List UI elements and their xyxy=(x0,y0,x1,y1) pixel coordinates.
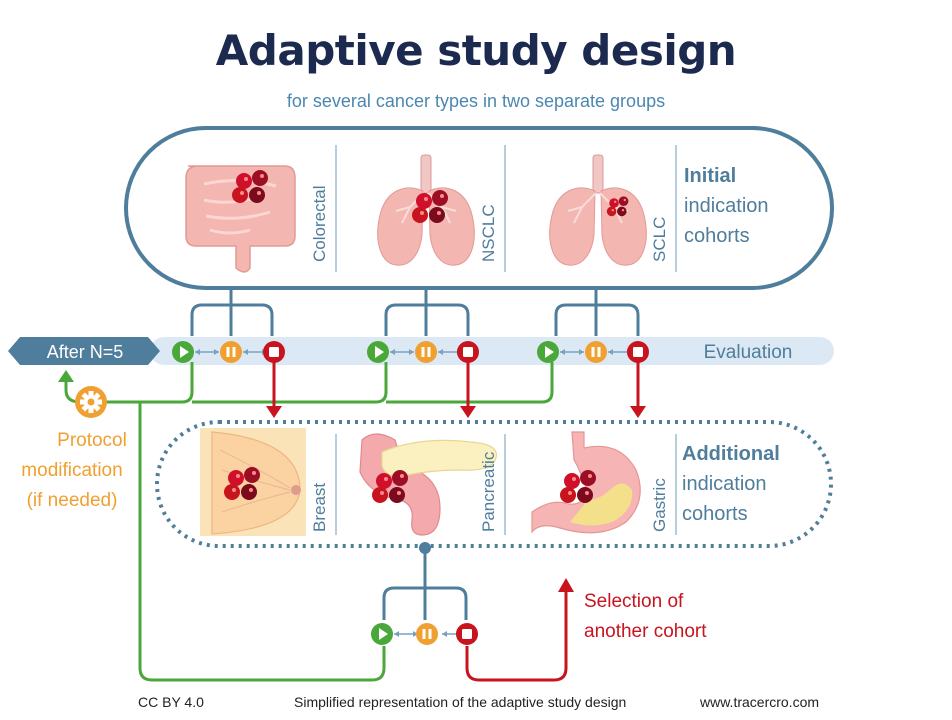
evaluation-controls-1 xyxy=(172,341,285,363)
colon-icon xyxy=(185,165,296,273)
selection-note-line2: another cohort xyxy=(584,621,707,642)
additional-group-frame xyxy=(155,420,833,548)
caption-text: Simplified representation of the adaptiv… xyxy=(294,694,627,710)
pause-icon xyxy=(585,341,607,363)
initial-label-line2: indication xyxy=(684,195,769,217)
initial-group-frame xyxy=(124,126,834,290)
play-icon xyxy=(537,341,559,363)
initial-label-line3: cohorts xyxy=(684,225,750,247)
selection-note-line1: Selection of xyxy=(584,591,684,612)
website-link[interactable]: www.tracercro.com xyxy=(700,694,820,710)
pancreas-icon xyxy=(359,433,498,536)
play-icon xyxy=(371,623,393,645)
protocol-note-line3: (if needed) xyxy=(27,490,118,511)
cohort-label-sclc: SCLC xyxy=(650,217,669,262)
final-controls xyxy=(371,623,478,645)
cohort-label-colorectal: Colorectal xyxy=(310,185,329,262)
pause-icon xyxy=(220,341,242,363)
cohort-label-gastric: Gastric xyxy=(650,478,669,532)
additional-label-line3: cohorts xyxy=(682,503,748,525)
evaluation-label: Evaluation xyxy=(704,342,793,363)
stop-icon xyxy=(627,341,649,363)
evaluation-controls-2 xyxy=(367,341,479,363)
protocol-note-line1: Protocol xyxy=(57,430,127,451)
lung-icon xyxy=(548,154,648,267)
cohort-label-breast: Breast xyxy=(310,483,329,532)
lung-icon xyxy=(376,154,476,267)
gear-icon xyxy=(75,386,107,418)
evaluation-bar xyxy=(150,337,834,365)
additional-label-bold: Additional xyxy=(682,443,780,465)
after-n-badge xyxy=(8,337,160,365)
pause-icon xyxy=(415,341,437,363)
cohort-label-nsclc: NSCLC xyxy=(479,204,498,262)
evaluation-controls-3 xyxy=(537,341,649,363)
selection-arrows xyxy=(266,362,646,418)
play-icon xyxy=(367,341,389,363)
stomach-icon xyxy=(531,431,641,534)
protocol-note-line2: modification xyxy=(21,460,122,481)
additional-connector xyxy=(382,548,468,620)
page-subtitle: for several cancer types in two separate… xyxy=(286,91,666,111)
page-title: Adaptive study design xyxy=(215,26,737,75)
license-text: CC BY 4.0 xyxy=(138,694,204,710)
pause-icon xyxy=(416,623,438,645)
breast-icon xyxy=(200,428,306,536)
cohort-label-pancreatic: Pancreatic xyxy=(479,451,498,532)
stop-icon xyxy=(457,341,479,363)
stop-icon xyxy=(456,623,478,645)
initial-connectors xyxy=(190,288,640,336)
stop-icon xyxy=(263,341,285,363)
play-icon xyxy=(172,341,194,363)
initial-label-bold: Initial xyxy=(684,165,736,187)
after-n-label: After N=5 xyxy=(47,342,124,362)
additional-label-line2: indication xyxy=(682,473,767,495)
